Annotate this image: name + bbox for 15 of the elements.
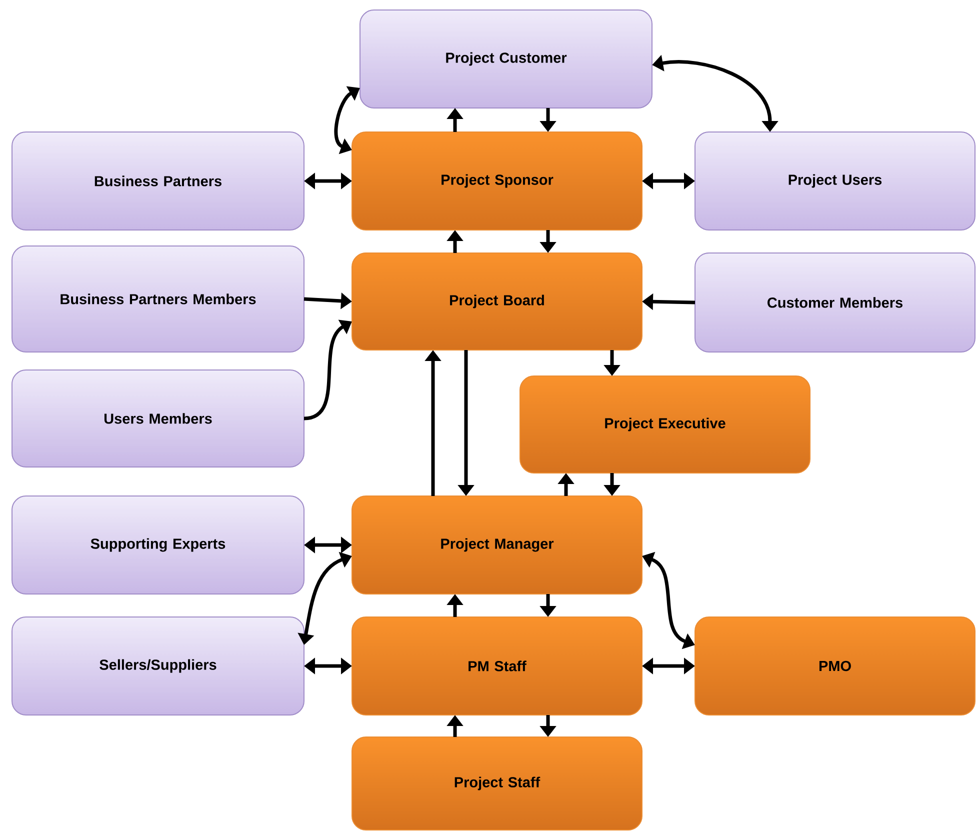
role-box: Project Sponsor <box>352 131 642 230</box>
role-box: Project Staff <box>352 736 642 830</box>
role-box: Project Customer <box>360 9 652 108</box>
role-box: Users Members <box>12 369 304 468</box>
role-box: PMO <box>694 616 976 716</box>
role-box: Project Board <box>352 252 642 350</box>
role-box: Business Partners <box>12 131 304 230</box>
role-box: Project Executive <box>520 375 810 474</box>
role-box: Project Manager <box>352 495 642 594</box>
role-box: Customer Members <box>694 252 976 352</box>
role-box: Business Partners Members <box>12 245 304 352</box>
role-box: Sellers/Suppliers <box>12 616 304 716</box>
role-box: PM Staff <box>352 616 642 716</box>
role-box: Supporting Experts <box>12 495 304 594</box>
role-box: Project Users <box>694 131 976 230</box>
